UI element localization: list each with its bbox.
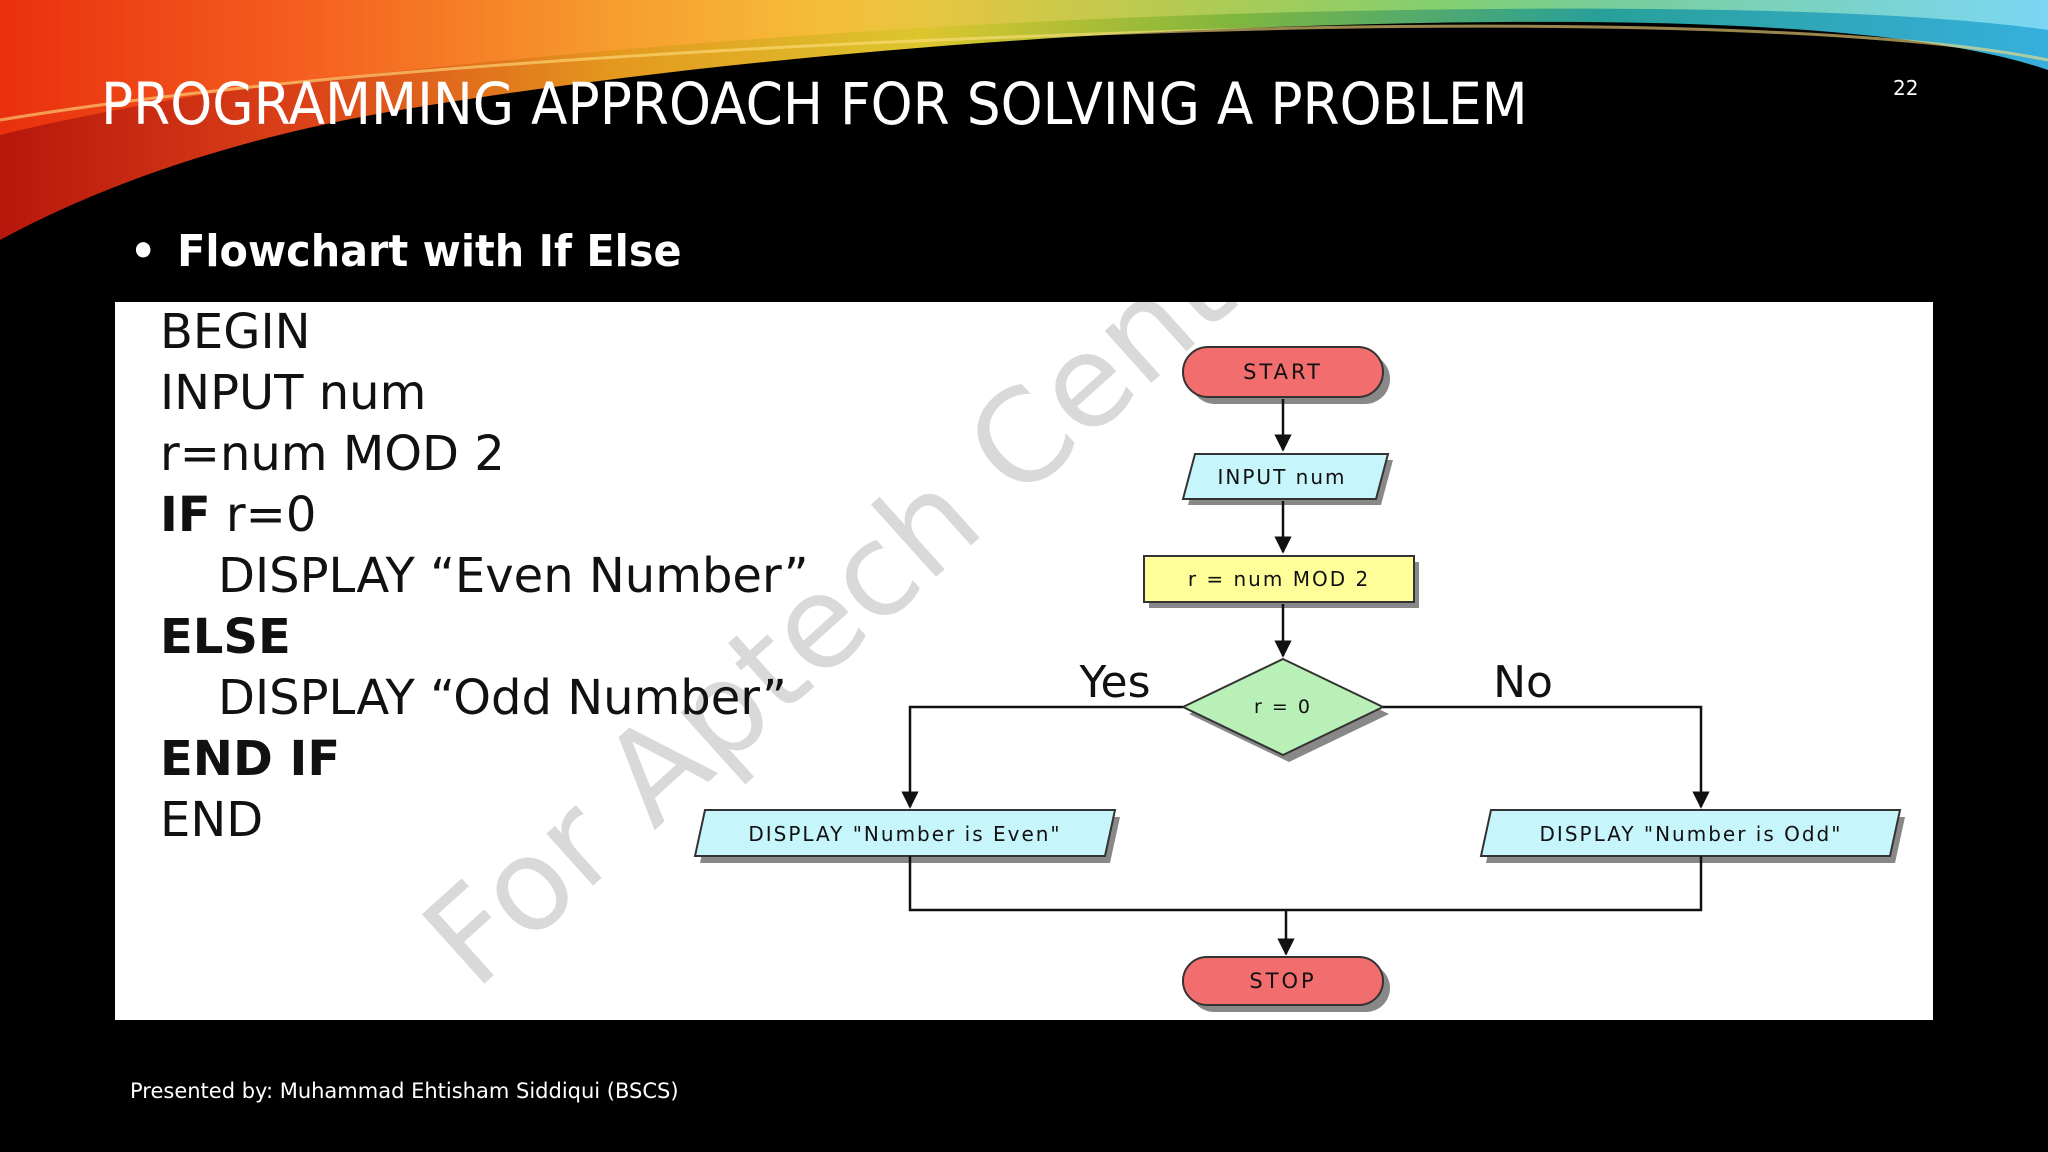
pseudocode-text: r=num MOD 2 [160, 426, 505, 482]
svg-text:STOP: STOP [1249, 969, 1316, 993]
input-node: INPUT num [1181, 453, 1393, 505]
svg-text:START: START [1243, 360, 1323, 384]
pseudocode-line: INPUT num [160, 363, 809, 424]
svg-text:r = 0: r = 0 [1254, 696, 1312, 718]
flowchart-figure: For Aptech Centre Use START INPUT num r … [115, 302, 1933, 1020]
bullet-text: Flowchart with If Else [177, 226, 682, 277]
pseudocode-line: BEGIN [160, 302, 809, 363]
stop-terminal: STOP [1182, 956, 1390, 1012]
display-odd-node: DISPLAY "Number is Odd" [1479, 809, 1905, 863]
pseudocode-text: INPUT num [160, 365, 427, 421]
pseudocode-keyword: IF [160, 487, 211, 543]
flowchart-diagram: For Aptech Centre Use START INPUT num r … [396, 302, 1905, 1015]
pseudocode-keyword: ELSE [160, 609, 291, 665]
slide-title: PROGRAMMING APPROACH FOR SOLVING A PROBL… [101, 70, 1528, 138]
display-even-node: DISPLAY "Number is Even" [693, 809, 1120, 863]
pseudocode-text: r=0 [210, 487, 317, 543]
decision-node: r = 0 [1180, 657, 1389, 762]
pseudocode-line: ELSE [160, 607, 809, 668]
svg-text:DISPLAY "Number is Odd": DISPLAY "Number is Odd" [1540, 822, 1843, 846]
pseudocode-text: END [160, 792, 264, 848]
pseudocode-line: END IF [160, 729, 809, 790]
pseudocode-line: IF r=0 [160, 485, 809, 546]
pseudocode-text: BEGIN [160, 304, 311, 360]
pseudocode-text: DISPLAY “Odd Number” [218, 670, 787, 726]
process-node: r = num MOD 2 [1143, 555, 1419, 608]
bullet-heading: • Flowchart with If Else [130, 226, 682, 277]
start-terminal: START [1182, 346, 1390, 404]
no-label: No [1493, 657, 1553, 708]
pseudocode-line: END [160, 790, 809, 851]
footer-presenter: Presented by: Muhammad Ehtisham Siddiqui… [130, 1079, 679, 1103]
pseudocode-line: DISPLAY “Odd Number” [160, 668, 809, 729]
yes-label: Yes [1078, 657, 1150, 708]
svg-text:DISPLAY "Number is Even": DISPLAY "Number is Even" [748, 822, 1061, 846]
pseudocode-text: DISPLAY “Even Number” [218, 548, 809, 604]
pseudocode-keyword: END IF [160, 731, 341, 787]
svg-text:INPUT num: INPUT num [1218, 465, 1347, 489]
decorative-ribbon-banner [0, 0, 2048, 240]
pseudocode-line: DISPLAY “Even Number” [160, 546, 809, 607]
pseudocode-line: r=num MOD 2 [160, 424, 809, 485]
slide-number: 22 [1893, 76, 1919, 100]
svg-text:r = num MOD 2: r = num MOD 2 [1188, 567, 1370, 591]
bullet-dot: • [130, 226, 157, 277]
